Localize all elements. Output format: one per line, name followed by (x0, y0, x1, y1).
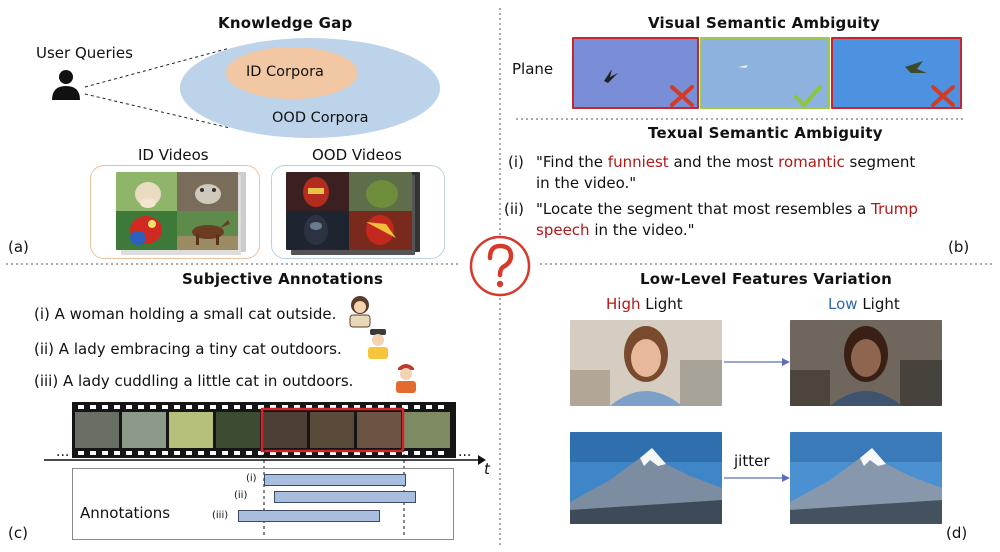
panel-a-tag: (a) (8, 238, 29, 256)
arrow-jitter (724, 474, 790, 482)
query-2-text-b: in the video." (589, 221, 695, 239)
annotation-1: (i) A woman holding a small cat outside. (34, 305, 337, 323)
high-light-photo (570, 320, 722, 406)
query-1-text-b: and the most (668, 153, 779, 171)
annotation-2: (ii) A lady embracing a tiny cat outdoor… (34, 340, 342, 358)
id-videos-collage (116, 172, 238, 250)
arrow-light (724, 358, 790, 366)
ood-videos-collage (286, 172, 412, 250)
bar-label-3: (iii) (212, 510, 229, 521)
bar-label-2: (ii) (234, 490, 248, 501)
textual-ambiguity-title: Texual Semantic Ambiguity (648, 124, 883, 142)
annotations-label: Annotations (80, 504, 171, 522)
time-axis-label: t (484, 460, 490, 478)
low-word: Low (828, 295, 858, 313)
light-word-1: Light (640, 295, 683, 313)
subjective-annotations-title: Subjective Annotations (182, 270, 384, 288)
annotator-avatar-2-icon (368, 329, 388, 359)
high-word: High (606, 295, 641, 313)
light-word-2: Light (857, 295, 900, 313)
timeline-ellipsis-left: ... (56, 444, 70, 460)
annotation-bar-1 (264, 474, 406, 486)
bar-label-1: (i) (246, 473, 257, 484)
user-icon (52, 70, 80, 100)
id-corpora-ellipse (226, 47, 358, 99)
plane-image-3 (831, 37, 962, 109)
query-1-highlight-romantic: romantic (778, 153, 845, 171)
visual-ambiguity-title: Visual Semantic Ambiguity (648, 14, 881, 32)
plane-label: Plane (512, 60, 554, 78)
query-1-line2: in the video." (536, 174, 637, 192)
annotation-3: (iii) A lady cuddling a little cat in ou… (34, 372, 354, 390)
mountain-photo-jittered (790, 432, 942, 524)
knowledge-gap-diagram (52, 38, 440, 138)
query-2-line1: "Locate the segment that most resembles … (536, 200, 918, 218)
ood-corpora-label: OOD Corpora (272, 110, 369, 126)
panel-b-separator (516, 118, 964, 120)
cross-icon (931, 85, 955, 107)
query-2-highlight-trump: Trump (871, 200, 918, 218)
id-corpora-label: ID Corpora (246, 64, 324, 80)
question-mark-icon (469, 235, 531, 297)
ood-videos-label: OOD Videos (312, 146, 402, 164)
low-light-label: Low Light (828, 295, 900, 313)
query-1-text-c: segment (844, 153, 916, 171)
annotations-box (72, 468, 454, 540)
query-2-number: (ii) (504, 200, 525, 218)
query-2-highlight-speech: speech (536, 221, 590, 239)
knowledge-gap-title: Knowledge Gap (218, 14, 353, 32)
video-filmstrip (72, 402, 456, 458)
query-1-number: (i) (508, 153, 524, 171)
high-light-label: High Light (606, 295, 683, 313)
annotator-avatar-1-icon (349, 296, 371, 328)
check-icon (794, 85, 822, 107)
panel-c-tag: (c) (8, 524, 28, 542)
plane-image-2 (700, 37, 830, 109)
mountain-photo-original (570, 432, 722, 524)
query-2-text-a: "Locate the segment that most resembles … (536, 200, 872, 218)
query-1-line1: "Find the funniest and the most romantic… (536, 153, 915, 171)
low-light-photo (790, 320, 942, 406)
id-videos-label: ID Videos (138, 146, 209, 164)
annotation-bar-3 (238, 510, 380, 522)
panel-d-tag: (d) (946, 524, 968, 542)
query-1-text-a: "Find the (536, 153, 608, 171)
jitter-label: jitter (734, 452, 770, 470)
annotation-bar-2 (274, 491, 416, 503)
timeline-ellipsis-right: ... (458, 444, 472, 460)
panel-b-tag: (b) (948, 238, 970, 256)
low-level-variation-title: Low-Level Features Variation (640, 270, 892, 288)
query-1-highlight-funniest: funniest (607, 153, 669, 171)
query-2-line2: speech in the video." (536, 221, 695, 239)
cross-icon (670, 85, 694, 107)
user-queries-label: User Queries (36, 44, 133, 62)
plane-image-1 (572, 37, 699, 109)
annotator-avatar-3-icon (396, 364, 416, 393)
